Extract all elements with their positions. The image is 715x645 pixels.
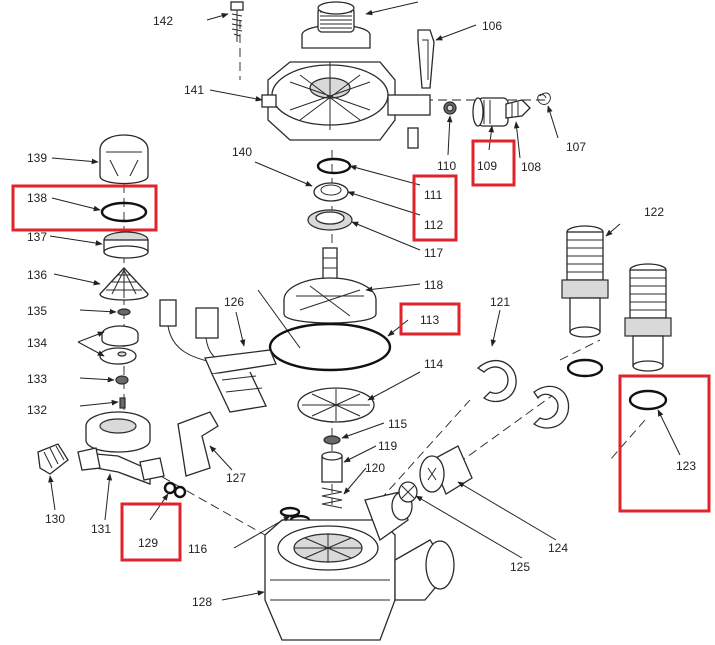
part-107-spring-clip	[537, 92, 551, 105]
part-135-washer	[117, 308, 131, 316]
highlight-box-113	[399, 302, 461, 336]
part-142-screw	[230, 1, 244, 42]
part-133-nut	[115, 375, 129, 385]
callout-129: 129	[138, 536, 158, 550]
part-139-cap	[99, 134, 149, 185]
highlight-box-129	[120, 502, 182, 562]
leader-lines	[48, 1, 681, 601]
callout-127: 127	[226, 471, 246, 485]
part-110-nut	[443, 101, 457, 115]
callout-132: 132	[27, 403, 47, 417]
part-130-nozzle-cap	[37, 443, 69, 475]
highlight-box-123	[618, 374, 711, 513]
part-138-o-ring	[100, 201, 148, 223]
part-top-gear-cover	[301, 1, 371, 49]
callout-120: 120	[365, 461, 385, 475]
callout-137: 137	[27, 230, 47, 244]
callout-109: 109	[477, 159, 497, 173]
callout-118: 118	[424, 278, 443, 292]
part-108-barb-fitting	[505, 99, 531, 119]
callout-112: 112	[424, 218, 443, 232]
part-118-cam-assembly	[257, 247, 377, 349]
callout-106: 106	[482, 19, 502, 33]
callout-labels: 142 106 141 107 108 109 110 140 111 112 …	[27, 14, 696, 609]
callout-122: 122	[644, 205, 664, 219]
part-106-clip	[417, 29, 435, 89]
part-125-impeller	[398, 481, 418, 503]
callout-113: 113	[420, 313, 439, 327]
callout-117: 117	[424, 246, 443, 260]
part-136-screen	[99, 267, 149, 301]
part-111-ring	[316, 157, 352, 175]
callout-141: 141	[184, 83, 204, 97]
part-127-bracket	[177, 411, 219, 477]
callout-114: 114	[424, 357, 443, 371]
callout-121: 121	[490, 295, 510, 309]
callout-133: 133	[27, 372, 47, 386]
part-132-pin	[119, 397, 126, 409]
highlight-box-138	[11, 184, 158, 232]
part-122-adapter-left	[561, 225, 609, 338]
part-120-spring	[321, 487, 343, 509]
callout-107: 107	[566, 140, 586, 154]
highlight-box-111-112	[412, 174, 458, 242]
callout-108: 108	[521, 160, 541, 174]
part-119-cylinder	[321, 451, 343, 483]
callout-134: 134	[27, 336, 47, 350]
callout-135: 135	[27, 304, 47, 318]
highlight-boxes	[11, 139, 711, 562]
part-113-large-o-ring	[268, 322, 392, 372]
callout-131: 131	[91, 522, 111, 536]
callout-123: 123	[676, 459, 696, 473]
part-122-adapter-right	[624, 263, 672, 372]
part-114-rotor-disc	[297, 387, 375, 423]
callout-142: 142	[153, 14, 173, 28]
part-115-small-ring	[323, 435, 341, 445]
callout-128: 128	[192, 595, 212, 609]
callout-130: 130	[45, 512, 65, 526]
part-121-clips	[476, 359, 570, 429]
part-adapter-o-ring-left	[566, 358, 604, 378]
part-123-o-ring	[628, 389, 668, 411]
part-141-drive-housing	[261, 61, 431, 149]
callout-136: 136	[27, 268, 47, 282]
callout-111: 111	[424, 188, 443, 202]
part-117-seal	[307, 209, 353, 231]
part-124-bypass-cylinder	[419, 445, 473, 495]
part-137-retainer	[103, 231, 149, 259]
callout-124: 124	[548, 541, 568, 555]
callout-140: 140	[232, 145, 252, 159]
callout-125: 125	[510, 560, 530, 574]
callout-126: 126	[224, 295, 244, 309]
callout-139: 139	[27, 151, 47, 165]
part-134-discs	[99, 325, 139, 365]
callout-138: 138	[27, 191, 47, 205]
callout-119: 119	[378, 439, 397, 453]
part-128-valve-body	[264, 491, 455, 641]
part-109-injector	[472, 97, 509, 127]
highlight-box-109	[471, 139, 516, 187]
part-112-ring	[313, 182, 349, 202]
part-131-injector-housing	[77, 411, 165, 485]
callout-110: 110	[437, 159, 456, 173]
callout-115: 115	[388, 417, 407, 431]
callout-116: 116	[188, 542, 207, 556]
part-129-small-o-rings	[163, 481, 187, 499]
part-126-wire-harness	[159, 299, 277, 413]
